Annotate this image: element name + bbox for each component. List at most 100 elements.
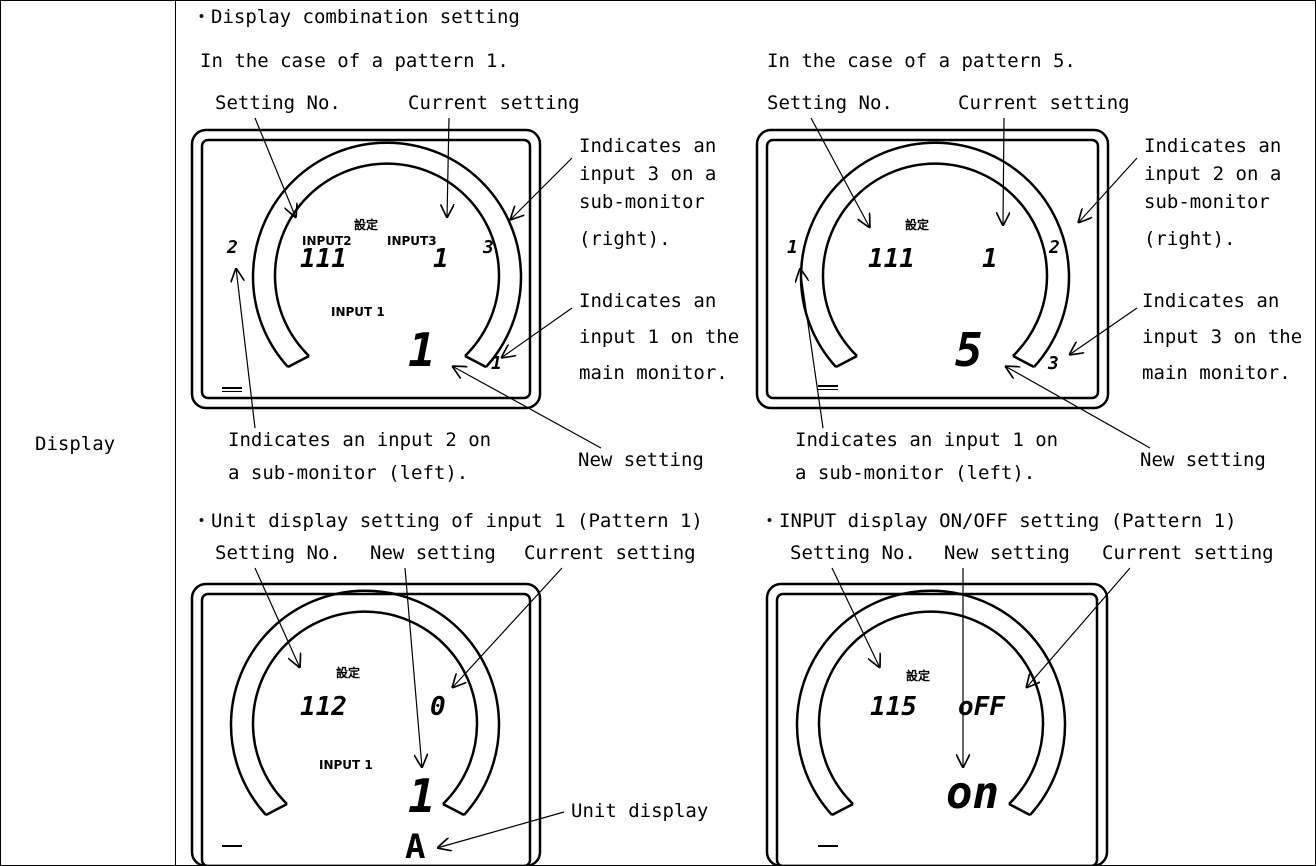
p1-left-sub-value: 2 [226,237,238,258]
p5-lcd-inner-frame [765,138,1100,400]
p5-kanji-label: 設定 [905,217,929,232]
panel-input-onoff: ・INPUT display ON/OFF setting (Pattern 1… [760,510,1274,866]
onoff-new-setting-label: New setting [944,542,1070,564]
p5-setting-no-arrow [810,117,870,228]
unit-setting-no-arrow [254,567,300,668]
unit-display-label: Unit display [571,800,708,822]
unit-current-value: 0 [430,692,446,722]
p5-main-note-line3: main monitor. [1142,362,1291,384]
onoff-kanji-label: 設定 [906,668,930,683]
onoff-new-value: on [946,768,999,819]
p1-right-note-line3: sub-monitor [579,191,705,213]
p5-left-sub-value: 1 [787,237,798,258]
p5-new-setting-arrow [1005,366,1151,449]
pattern1-subtitle: In the case of a pattern 1. [200,50,509,72]
p5-main-note-line1: Indicates an [1142,290,1279,312]
p5-current-arrow [1003,117,1004,226]
unit-new-setting-arrow [404,567,422,768]
unit-gauge-arc-outer [229,589,501,816]
onoff-gauge-arc-outer [795,589,1067,816]
p1-left-note-line2: a sub-monitor (left). [228,462,468,484]
p1-right-note-line1: Indicates an [579,135,716,157]
unit-lcd-outer-frame [190,582,542,866]
p5-setting-no-value: 111 [868,244,915,274]
p1-main-note-line2: input 1 on the [579,326,739,348]
p5-left-note-arrow [800,268,824,429]
unit-new-setting-label: New setting [370,542,496,564]
p5-main-note-arrow [1069,307,1138,355]
p5-right-note-line4: (right). [1144,228,1236,250]
panel-unit-display: ・Unit display setting of input 1 (Patter… [190,510,708,866]
p1-setting-no-label: Setting No. [215,92,341,114]
unit-setting-no-value: 112 [300,692,347,722]
p1-new-value: 1 [408,323,436,377]
unit-new-value: 1 [408,769,436,823]
p1-lcd-inner-frame [200,138,532,400]
unit-input1-label: INPUT 1 [319,758,373,772]
onoff-lcd-inner-frame [775,592,1099,866]
p1-current-arrow [447,117,449,218]
p1-main-sub-value: 1 [491,353,502,374]
panel-pattern1: Setting No. Current setting 設定 INPUT2 IN… [190,92,739,484]
p5-left-note-line2: a sub-monitor (left). [795,462,1035,484]
p5-setting-no-label: Setting No. [767,92,893,114]
p1-input1-label: INPUT 1 [331,305,385,319]
p5-lcd-mark [818,385,838,387]
p1-gauge-arc-inner [273,162,501,357]
p5-right-note-arrow [1078,157,1138,223]
panel-pattern5: Setting No. Current setting 設定 111 1 1 2… [755,92,1302,484]
p1-left-note-line1: Indicates an input 2 on [228,429,491,451]
onoff-header: ・INPUT display ON/OFF setting (Pattern 1… [760,510,1237,532]
p5-new-setting-label: New setting [1140,449,1266,471]
p1-main-note-line3: main monitor. [579,362,728,384]
p1-new-setting-label: New setting [578,449,704,471]
p5-new-value: 5 [955,323,983,377]
p1-arc-right-cap [464,354,487,369]
onoff-setting-no-label: Setting No. [790,542,916,564]
p1-gauge-arc-outer [251,141,523,368]
p5-current-setting-label: Current setting [958,92,1130,114]
p5-left-note-line1: Indicates an input 1 on [795,429,1058,451]
unit-header: ・Unit display setting of input 1 (Patter… [192,510,703,532]
onoff-lcd-outer-frame [765,582,1109,866]
p1-main-note-arrow [501,307,573,358]
unit-kanji-label: 設定 [336,665,360,680]
p1-main-note-line1: Indicates an [579,290,716,312]
p1-arc-left-cap [287,354,310,369]
p1-left-note-arrow [236,268,256,429]
p5-right-note-line1: Indicates an [1144,135,1281,157]
p5-current-value: 1 [982,244,998,274]
unit-current-arrow [452,567,563,688]
combo-header: ・Display combination setting [192,6,520,28]
p5-right-sub-value: 2 [1048,237,1060,258]
onoff-current-value: oFF [958,692,1006,722]
onoff-current-setting-label: Current setting [1102,542,1274,564]
row-label: Display [35,433,116,455]
p5-gauge-arc-inner [821,162,1049,357]
p5-lcd-outer-frame [755,128,1110,410]
unit-unit-display-arrow [437,811,565,848]
p5-main-note-line2: input 3 on the [1142,326,1302,348]
p1-lcd-outer-frame [190,128,542,410]
p1-kanji-label: 設定 [354,217,378,232]
pattern5-subtitle: In the case of a pattern 5. [767,50,1076,72]
p1-current-setting-label: Current setting [408,92,580,114]
p1-current-value: 1 [433,244,449,274]
p1-lcd-mark [222,387,242,389]
p1-right-note-arrow [510,157,573,220]
p5-gauge-arc-outer [799,141,1071,368]
p1-setting-no-value: 111 [300,244,347,274]
onoff-current-arrow [1026,567,1131,688]
p1-input3-label: INPUT3 [387,234,437,248]
unit-lcd-inner-frame [200,592,532,866]
unit-gauge-arc-inner [251,610,479,805]
onoff-setting-no-value: 115 [870,692,917,722]
p5-right-note-line2: input 2 on a [1144,163,1281,185]
p5-main-sub-value: 3 [1047,353,1059,374]
p1-right-note-line2: input 3 on a [579,163,716,185]
p1-right-note-line4: (right). [579,228,671,250]
p1-setting-no-arrow [254,117,296,218]
p1-input2-label: INPUT2 [302,234,352,248]
onoff-setting-no-arrow [831,567,880,668]
